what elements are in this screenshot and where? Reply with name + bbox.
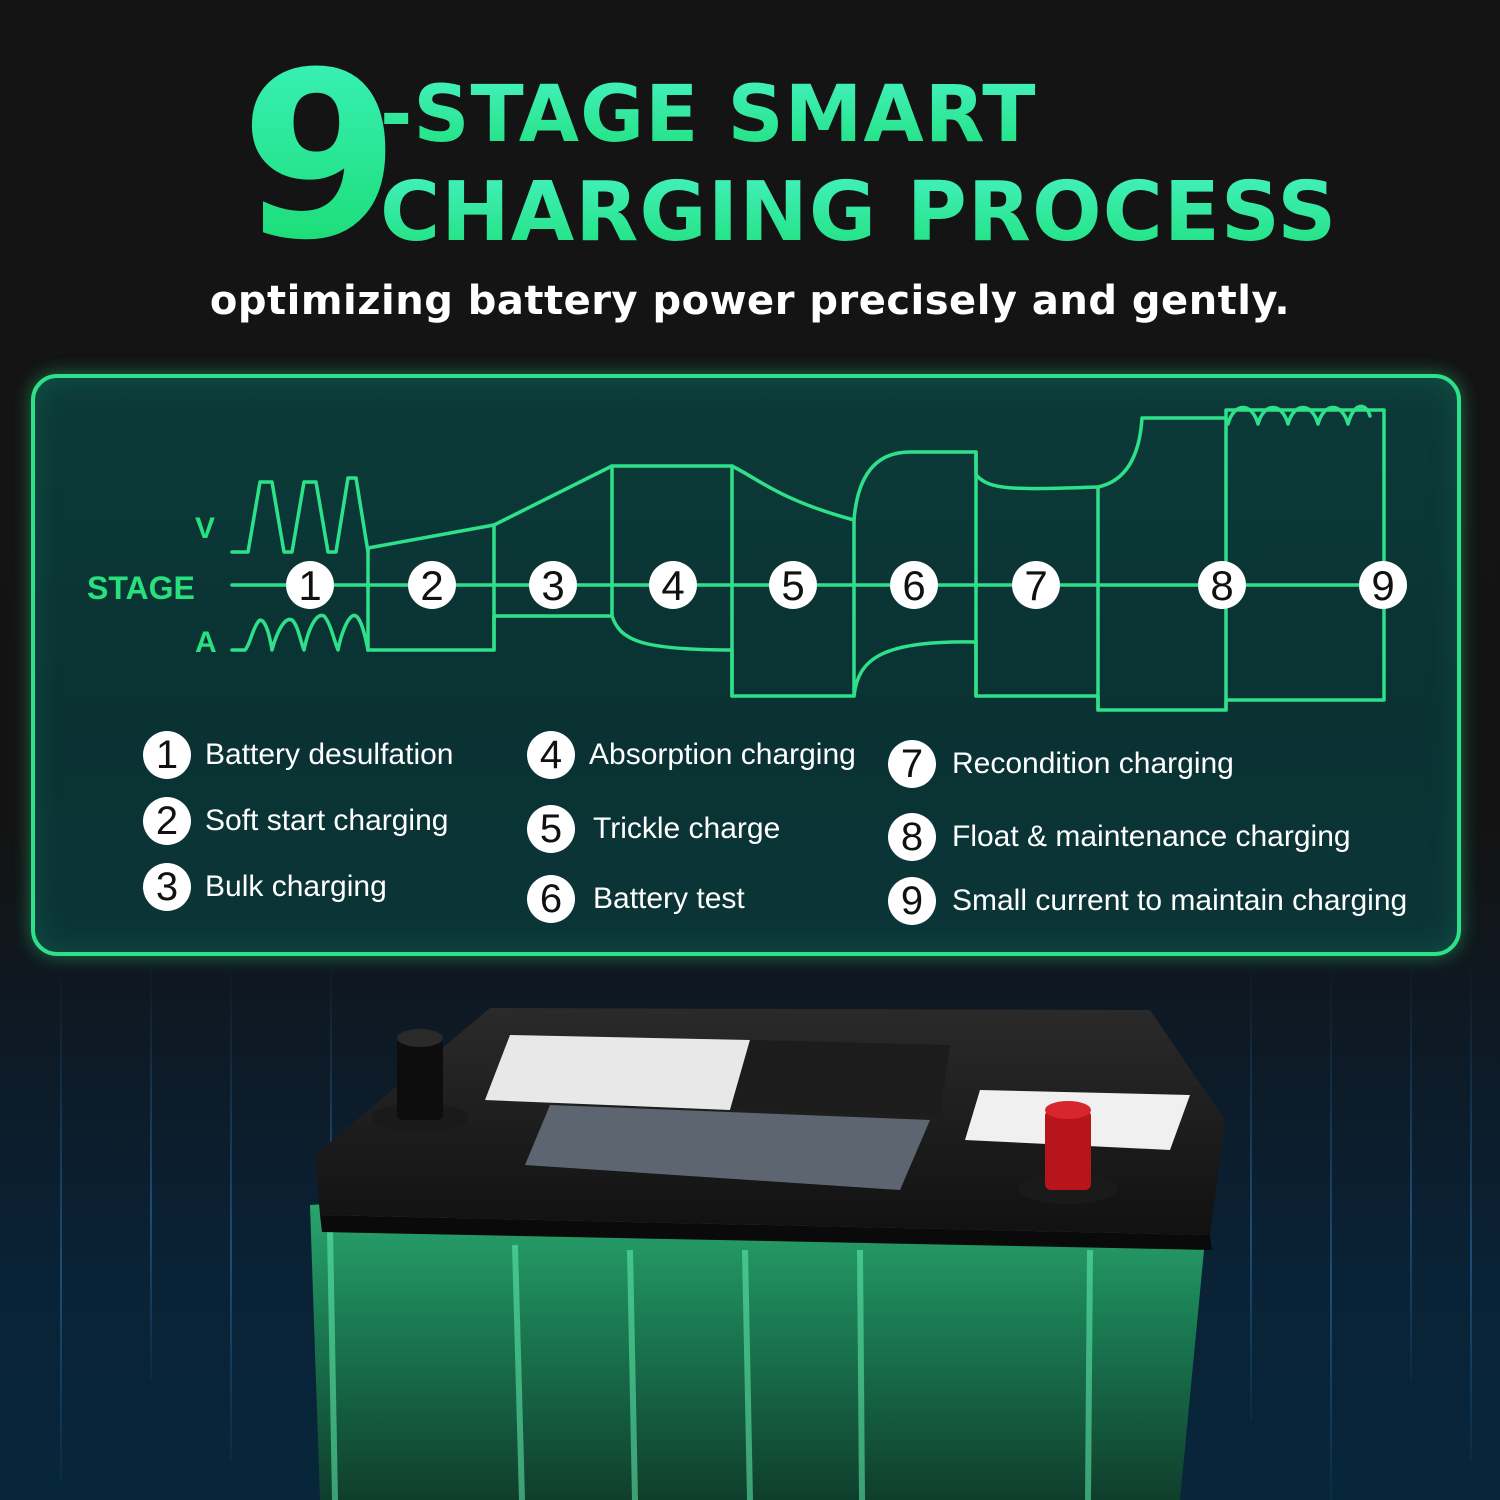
legend-number: 9	[888, 877, 936, 925]
stage-marker-number-8: 8	[1210, 562, 1233, 609]
stage-marker-circle-1	[286, 561, 334, 609]
legend-item-6: 6 Battery test	[527, 873, 745, 925]
legend-item-3: 3 Bulk charging	[143, 861, 387, 913]
legend-number: 1	[143, 731, 191, 779]
legend-item-1: 1 Battery desulfation	[143, 729, 453, 781]
legend-label: Trickle charge	[593, 812, 781, 845]
stage-marker-number-9: 9	[1371, 562, 1394, 609]
legend-number: 4	[527, 731, 575, 779]
stage-marker-circle-3	[529, 561, 577, 609]
legend-label: Recondition charging	[952, 747, 1234, 780]
voltage-pulse-waveform	[230, 476, 370, 554]
stage-marker-number-2: 2	[420, 562, 443, 609]
legend-label: Small current to maintain charging	[952, 884, 1408, 917]
legend-number: 3	[143, 863, 191, 911]
legend-number: 6	[527, 875, 575, 923]
positive-terminal	[1045, 1110, 1091, 1190]
stage-marker-circle-6	[890, 561, 938, 609]
stage-marker-number-3: 3	[541, 562, 564, 609]
stage-marker-circle-2	[408, 561, 456, 609]
subtitle: optimizing battery power precisely and g…	[209, 278, 1291, 324]
stage9-ripple	[1226, 404, 1372, 426]
headline-line-2: CHARGING PROCESS	[380, 165, 1338, 260]
voltage-envelope	[366, 408, 1386, 587]
stage-marker-number-5: 5	[781, 562, 804, 609]
legend-label: Float & maintenance charging	[952, 820, 1351, 853]
legend-item-2: 2 Soft start charging	[143, 795, 448, 847]
stage-marker-circle-9	[1359, 561, 1407, 609]
legend-number: 5	[527, 805, 575, 853]
legend-item-8: 8 Float & maintenance charging	[888, 811, 1351, 863]
stage-marker-circle-8	[1198, 561, 1246, 609]
car-battery-illustration	[310, 1008, 1225, 1500]
legend-item-4: 4 Absorption charging	[527, 729, 856, 781]
battery-label	[485, 1035, 750, 1110]
legend-label: Battery test	[593, 882, 745, 915]
current-axis-label: A	[195, 626, 217, 659]
stage-marker-number-6: 6	[902, 562, 925, 609]
legend-label: Soft start charging	[205, 804, 449, 837]
legend-item-5: 5 Trickle charge	[527, 803, 780, 855]
stage-marker-circle-5	[769, 561, 817, 609]
stage-marker-circle-7	[1012, 561, 1060, 609]
legend-number: 7	[888, 740, 936, 788]
legend-number: 8	[888, 813, 936, 861]
stage-marker-circle-4	[649, 561, 697, 609]
stage-row-label: STAGE	[87, 570, 195, 606]
headline-line-1: -STAGE SMART	[380, 70, 1037, 160]
legend-number: 2	[143, 797, 191, 845]
negative-terminal	[397, 1038, 443, 1120]
charging-stage-diagram: 1 2 3 4 5 6 7 8 9	[230, 404, 1407, 712]
stage-marker-number-7: 7	[1024, 562, 1047, 609]
voltage-axis-label: V	[195, 512, 216, 545]
legend-item-7: 7 Recondition charging	[888, 738, 1234, 790]
legend-item-9: 9 Small current to maintain charging	[888, 875, 1407, 927]
charging-process-panel	[31, 374, 1461, 956]
current-pulse-waveform	[230, 613, 370, 652]
stage-marker-number-4: 4	[661, 562, 684, 609]
legend-label: Absorption charging	[589, 738, 856, 771]
legend-label: Battery desulfation	[205, 738, 454, 771]
stage-marker-number-1: 1	[298, 562, 321, 609]
stage-count-number: 9	[240, 24, 400, 291]
battery-window	[525, 1105, 930, 1190]
legend-label: Bulk charging	[205, 870, 387, 903]
